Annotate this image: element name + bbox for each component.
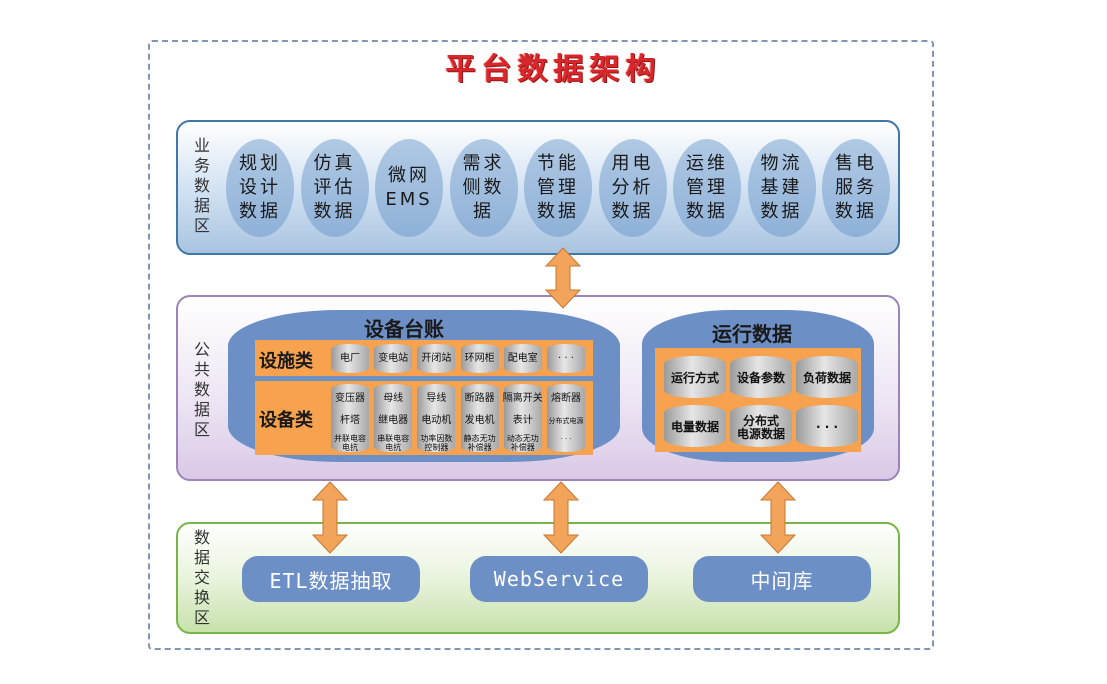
business-data-oval: 用电 分析 数据 <box>598 139 667 237</box>
equipment-item-label: 熔断器 <box>551 393 581 404</box>
equipment-item-label: 断路器 <box>464 393 495 404</box>
zone-label-char: 据 <box>193 196 210 215</box>
etl-extract-pill: ETL数据抽取 <box>242 556 420 602</box>
equipment-item-label: 继电器 <box>378 415 409 426</box>
facility-cylinder <box>460 344 499 373</box>
facility-cylinder <box>503 344 542 373</box>
runtime-item-label: 分布式 电源数据 <box>736 414 785 441</box>
facility-cylinder <box>331 344 369 373</box>
business-data-label: 需求 侧数 据 <box>462 153 505 222</box>
business-data-oval: 物流 基建 数据 <box>747 139 816 237</box>
equipment-item-label: 分布式电源 <box>548 417 584 425</box>
zone-label-char: 公 <box>193 340 210 359</box>
equipment-ledger-title: 设备台账 <box>364 317 444 341</box>
business-data-oval: 微网 EMS <box>375 139 443 237</box>
runtime-item-label: 电量数据 <box>670 420 719 434</box>
zone-label-char: 数 <box>193 176 210 195</box>
biz-public-arrow <box>544 247 582 309</box>
equipment-label: 设备类 <box>259 410 313 431</box>
facility-item-label: 开闭站 <box>421 353 452 364</box>
equipment-item-label: 母线 <box>383 393 404 404</box>
equipment-cylinder <box>374 384 413 452</box>
middleware-db-pill: 中间库 <box>693 556 871 602</box>
zone-label-char: 区 <box>193 608 210 627</box>
zone-label-char: 数 <box>193 528 210 547</box>
equipment-cylinder <box>331 384 369 452</box>
runtime-cylinder <box>796 356 858 398</box>
business-data-label: 用电 分析 数据 <box>611 153 654 222</box>
business-data-oval: 仿真 评估 数据 <box>300 139 369 237</box>
equipment-item-label: 功率因数 控制器 <box>420 434 453 452</box>
zone-label-char: 区 <box>193 216 210 235</box>
equipment-item-label: 并联电容 电抗 <box>334 434 366 452</box>
business-data-label: 仿真 评估 数据 <box>313 153 356 222</box>
business-data-oval: 节能 管理 数据 <box>524 139 592 237</box>
equipment-item-label: 串联电容 电抗 <box>377 434 410 452</box>
zone-label-char: 据 <box>193 400 210 419</box>
runtime-item-label: 运行方式 <box>670 371 719 385</box>
facility-item-label: · · · <box>558 353 574 364</box>
zone-label-char: 业 <box>193 136 210 155</box>
diagram-frame <box>148 40 934 650</box>
exchange-zone-label: 数据交换区 <box>192 528 212 628</box>
equipment-item-label: 发电机 <box>464 415 495 426</box>
facility-cylinder <box>417 344 456 373</box>
business-data-label: 微网 EMS <box>385 165 433 210</box>
equipment-item-label: · · · <box>560 435 572 443</box>
equipment-item-label: 静态无功 补偿器 <box>463 434 496 452</box>
equipment-item-label: 表计 <box>512 415 533 426</box>
runtime-middleware-arrow <box>759 481 797 554</box>
zone-label-char: 务 <box>193 156 210 175</box>
equipment-item-label: 动态无功 补偿器 <box>506 434 539 452</box>
business-data-label: 物流 基建 数据 <box>760 153 803 222</box>
business-data-label: 规划 设计 数据 <box>239 153 281 222</box>
runtime-cylinder <box>730 405 792 447</box>
runtime-item-label: 负荷数据 <box>802 371 851 385</box>
equipment-cylinder <box>417 384 456 452</box>
business-data-oval: 运维 管理 数据 <box>673 139 741 237</box>
runtime-cylinder <box>664 356 726 398</box>
runtime-data-title: 运行数据 <box>712 322 792 346</box>
facility-item-label: 变电站 <box>378 353 409 364</box>
facility-item-label: 电厂 <box>340 353 360 364</box>
ledger-etl-arrow <box>311 481 349 554</box>
facility-item-label: 配电室 <box>507 353 538 364</box>
equipment-item-label: 变压器 <box>335 393 365 404</box>
business-zone-label: 业务数据区 <box>192 136 212 236</box>
runtime-cylinder <box>796 405 858 447</box>
facility-item-label: 环网柜 <box>464 353 495 364</box>
equipment-item-label: 隔离开关 <box>502 393 543 404</box>
runtime-cylinder <box>664 405 726 447</box>
zone-label-char: 共 <box>193 360 210 379</box>
equipment-cylinder <box>460 384 499 452</box>
ledger-webservice-arrow <box>542 481 580 554</box>
zone-label-char: 据 <box>193 548 210 567</box>
runtime-cylinder <box>730 356 792 398</box>
business-data-label: 运维 管理 数据 <box>686 153 728 222</box>
runtime-item-label: · · · <box>815 420 839 434</box>
business-data-label: 节能 管理 数据 <box>537 153 579 222</box>
business-data-oval: 规划 设计 数据 <box>226 139 294 237</box>
equipment-item-label: 杆塔 <box>340 415 360 426</box>
business-data-label: 售电 服务 数据 <box>835 153 877 222</box>
webservice-pill: WebService <box>470 556 648 602</box>
business-data-oval: 售电 服务 数据 <box>822 139 890 237</box>
zone-label-char: 区 <box>193 420 210 439</box>
facility-cylinder <box>547 344 585 373</box>
zone-label-char: 换 <box>193 588 210 607</box>
diagram-title: 平台数据架构 <box>445 52 662 87</box>
zone-label-char: 数 <box>193 380 210 399</box>
equipment-cylinder <box>547 384 585 452</box>
public-zone-label: 公共数据区 <box>192 340 212 440</box>
equipment-item-label: 电动机 <box>421 415 452 426</box>
zone-label-char: 交 <box>193 568 210 587</box>
business-data-oval: 需求 侧数 据 <box>449 139 518 237</box>
equipment-item-label: 导线 <box>426 393 447 404</box>
runtime-item-label: 设备参数 <box>736 371 785 385</box>
facility-cylinder <box>374 344 413 373</box>
facility-label: 设施类 <box>259 351 313 372</box>
equipment-cylinder <box>503 384 542 452</box>
